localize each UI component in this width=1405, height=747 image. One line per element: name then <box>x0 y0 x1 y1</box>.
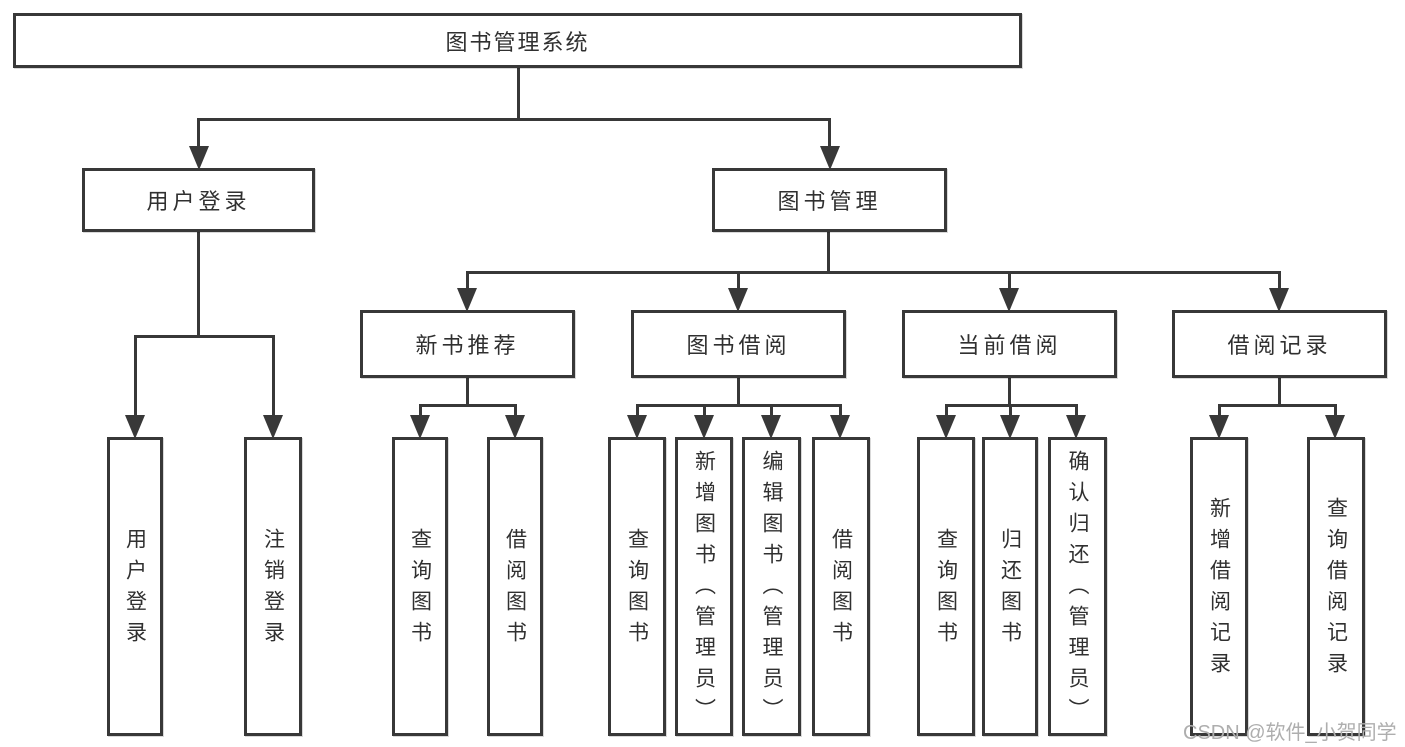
connector-line <box>1008 271 1011 293</box>
connector-line <box>466 271 1281 274</box>
connector-line <box>419 404 517 407</box>
leaf-return-books: 归还图书 <box>982 437 1038 736</box>
node-library-management-system: 图书管理系统 <box>13 13 1022 68</box>
leaf-user-login: 用户登录 <box>107 437 163 736</box>
connector-line <box>466 271 469 293</box>
connector-line <box>197 118 200 152</box>
leaf-add-borrow-record: 新增借阅记录 <box>1190 437 1248 736</box>
leaf-confirm-return-admin: 确认归还（管理员） <box>1048 437 1107 736</box>
connector-line <box>703 404 706 418</box>
connector-line <box>1009 404 1012 418</box>
connector-line <box>737 271 740 293</box>
leaf-query-books-g0: 查询图书 <box>392 437 448 736</box>
connector-line <box>839 404 842 418</box>
leaf-logout: 注销登录 <box>244 437 302 736</box>
arrow-down-icon <box>761 415 781 439</box>
arrow-down-icon <box>627 415 647 439</box>
connector-line <box>737 378 740 407</box>
arrow-down-icon <box>1066 415 1086 439</box>
connector-line <box>827 232 830 274</box>
connector-line <box>134 335 275 338</box>
connector-line <box>517 68 520 121</box>
leaf-borrow-books-g0: 借阅图书 <box>487 437 543 736</box>
leaf-borrow-books-g1: 借阅图书 <box>812 437 870 736</box>
arrow-down-icon <box>263 415 283 439</box>
connector-line <box>466 378 469 407</box>
arrow-down-icon <box>999 288 1019 312</box>
arrow-down-icon <box>457 288 477 312</box>
connector-line <box>945 404 948 418</box>
arrow-down-icon <box>1269 288 1289 312</box>
leaf-query-books-g1: 查询图书 <box>608 437 666 736</box>
arrow-down-icon <box>189 146 209 170</box>
arrow-down-icon <box>820 146 840 170</box>
connector-line <box>828 118 831 152</box>
connector-line <box>1334 404 1337 418</box>
arrow-down-icon <box>1325 415 1345 439</box>
connector-line <box>1075 404 1078 418</box>
arrow-down-icon <box>694 415 714 439</box>
arrow-down-icon <box>1209 415 1229 439</box>
connector-line <box>197 118 831 121</box>
arrow-down-icon <box>728 288 748 312</box>
connector-line <box>134 335 137 418</box>
connector-line <box>636 404 842 407</box>
node-current-borrowing: 当前借阅 <box>902 310 1117 378</box>
arrow-down-icon <box>936 415 956 439</box>
connector-line <box>419 404 422 418</box>
connector-line <box>1278 271 1281 293</box>
node-new-book-recommendation: 新书推荐 <box>360 310 575 378</box>
connector-line <box>514 404 517 418</box>
leaf-edit-book-admin: 编辑图书（管理员） <box>742 437 801 736</box>
watermark-text: CSDN @软件_小贺同学 <box>1183 722 1397 744</box>
leaf-add-book-admin: 新增图书（管理员） <box>675 437 733 736</box>
connector-line <box>770 404 773 418</box>
connector-line <box>1218 404 1337 407</box>
arrow-down-icon <box>830 415 850 439</box>
node-book-borrowing: 图书借阅 <box>631 310 846 378</box>
connector-line <box>1278 378 1281 407</box>
arrow-down-icon <box>125 415 145 439</box>
connector-line <box>272 335 275 418</box>
node-book-management: 图书管理 <box>712 168 947 232</box>
connector-line <box>1008 378 1011 407</box>
arrow-down-icon <box>1000 415 1020 439</box>
arrow-down-icon <box>505 415 525 439</box>
arrow-down-icon <box>410 415 430 439</box>
connector-line <box>1218 404 1221 418</box>
node-user-login: 用户登录 <box>82 168 315 232</box>
node-borrowing-records: 借阅记录 <box>1172 310 1387 378</box>
leaf-query-books-g2: 查询图书 <box>917 437 975 736</box>
connector-line <box>197 232 200 338</box>
leaf-query-borrow-record: 查询借阅记录 <box>1307 437 1365 736</box>
connector-line <box>636 404 639 418</box>
